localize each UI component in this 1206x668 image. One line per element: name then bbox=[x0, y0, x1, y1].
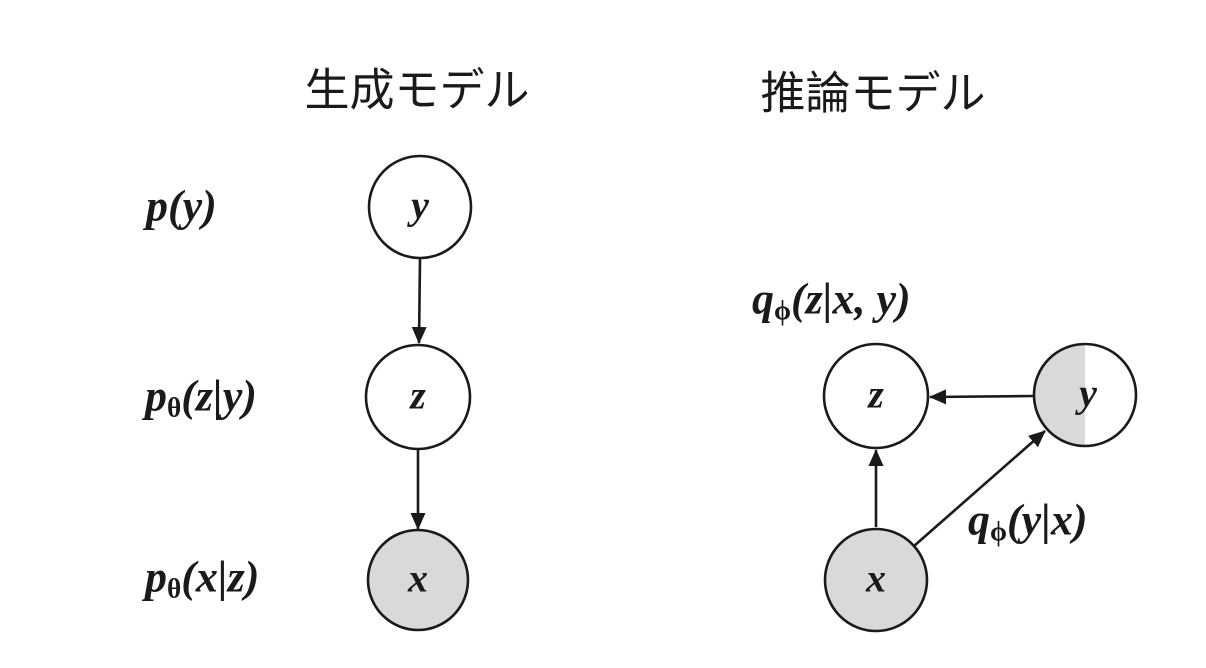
eq-rest: (y) bbox=[168, 181, 217, 231]
eq-rest: (y|x) bbox=[1007, 495, 1088, 545]
inference-model-title: 推論モデル bbox=[760, 67, 986, 119]
edge-inf-x-to-y-arrow bbox=[913, 430, 1046, 547]
equation-p-y: p(y) bbox=[146, 182, 217, 231]
node-inf-x-label: x bbox=[866, 555, 886, 601]
node-inf-y-circle bbox=[1032, 342, 1138, 448]
equation-p-x-given-z: pθ(x|z) bbox=[145, 553, 259, 602]
equation-q-y-given-x: qϕ(y|x) bbox=[968, 496, 1088, 545]
eq-rest: (x|z) bbox=[181, 552, 260, 602]
equation-p-z-given-y: pθ(z|y) bbox=[145, 372, 257, 421]
eq-base: p bbox=[145, 552, 167, 602]
node-inf-x-circle bbox=[823, 527, 929, 633]
node-inf-z-circle bbox=[822, 342, 930, 450]
eq-rest: (z|x, y) bbox=[791, 274, 911, 324]
node-inf-y-half-shade bbox=[1034, 344, 1085, 446]
eq-sub: θ bbox=[167, 573, 182, 604]
eq-base: q bbox=[752, 274, 774, 324]
eq-sub: ϕ bbox=[990, 516, 1008, 547]
edge-gen-y-to-z-arrow bbox=[411, 258, 427, 344]
eq-base: p bbox=[146, 181, 168, 231]
node-gen-y-circle bbox=[367, 154, 473, 260]
edge-inf-y-to-z-arrow bbox=[929, 389, 1034, 405]
equation-q-z-given-xy: qϕ(z|x, y) bbox=[752, 275, 911, 324]
node-gen-z-label: z bbox=[410, 372, 426, 418]
node-gen-y-label: y bbox=[411, 182, 429, 228]
eq-rest: (z|y) bbox=[181, 371, 257, 421]
node-gen-x-circle bbox=[366, 528, 470, 632]
eq-base: q bbox=[968, 495, 990, 545]
node-inf-z-label: z bbox=[868, 371, 884, 417]
node-gen-z-circle bbox=[364, 343, 472, 451]
node-inf-y-label: y bbox=[1079, 370, 1097, 416]
node-gen-x-label: x bbox=[408, 555, 428, 601]
eq-sub: θ bbox=[167, 392, 182, 423]
generative-model-title: 生成モデル bbox=[304, 64, 530, 116]
eq-base: p bbox=[145, 371, 167, 421]
eq-sub: ϕ bbox=[774, 295, 792, 326]
